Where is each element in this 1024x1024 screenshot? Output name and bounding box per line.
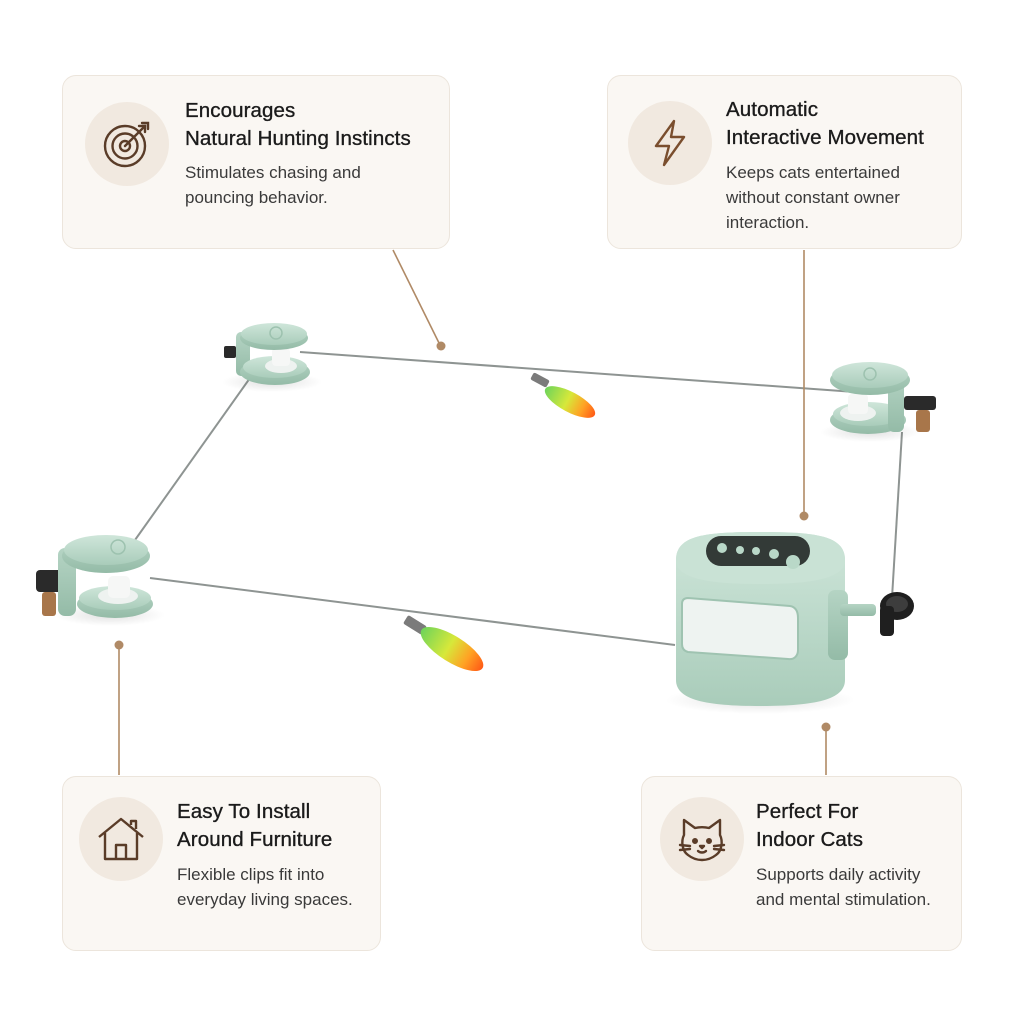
feature-card-movement: Automatic Interactive Movement Keeps cat…: [607, 75, 962, 249]
house-icon: [98, 817, 144, 861]
feather-teaser-bottom: [403, 615, 484, 672]
feature-card-install: Easy To Install Around Furniture Flexibl…: [62, 776, 381, 951]
pulley-clip-top-left: [222, 323, 322, 392]
track-wire: [134, 351, 903, 646]
feature-description: Supports daily activity and mental stimu…: [756, 865, 931, 909]
target-icon: [103, 121, 150, 168]
pulley-clip-left: [36, 535, 165, 626]
feather-teaser-top: [530, 372, 596, 418]
feature-title: Easy To Install Around Furniture: [177, 800, 333, 851]
motor-unit: [665, 532, 914, 714]
feature-description: Flexible clips fit into everyday living …: [177, 865, 353, 909]
cat-face-icon: [678, 818, 726, 862]
pulley-clip-right: [820, 362, 936, 442]
feature-card-indoor: Perfect For Indoor Cats Supports daily a…: [641, 776, 962, 951]
feature-title: Encourages Natural Hunting Instincts: [185, 99, 411, 150]
feature-title: Automatic Interactive Movement: [726, 98, 924, 149]
feature-title: Perfect For Indoor Cats: [756, 800, 864, 851]
feature-icon-badge: [79, 797, 163, 881]
feature-description: Keeps cats entertained without constant …: [726, 163, 900, 232]
lightning-icon: [654, 119, 686, 167]
feature-card-hunting: Encourages Natural Hunting Instincts Sti…: [62, 75, 450, 249]
feature-icon-badge: [85, 102, 169, 186]
feature-icon-badge: [660, 797, 744, 881]
feature-description: Stimulates chasing and pouncing behavior…: [185, 163, 361, 207]
feature-icon-badge: [628, 101, 712, 185]
leader-lines: [114, 249, 831, 775]
